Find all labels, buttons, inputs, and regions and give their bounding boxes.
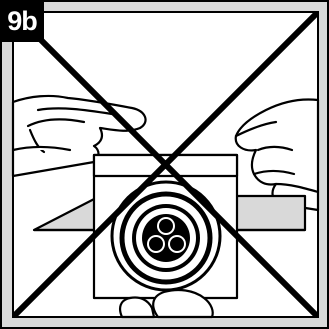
step-number-badge: 9b — [0, 0, 44, 42]
